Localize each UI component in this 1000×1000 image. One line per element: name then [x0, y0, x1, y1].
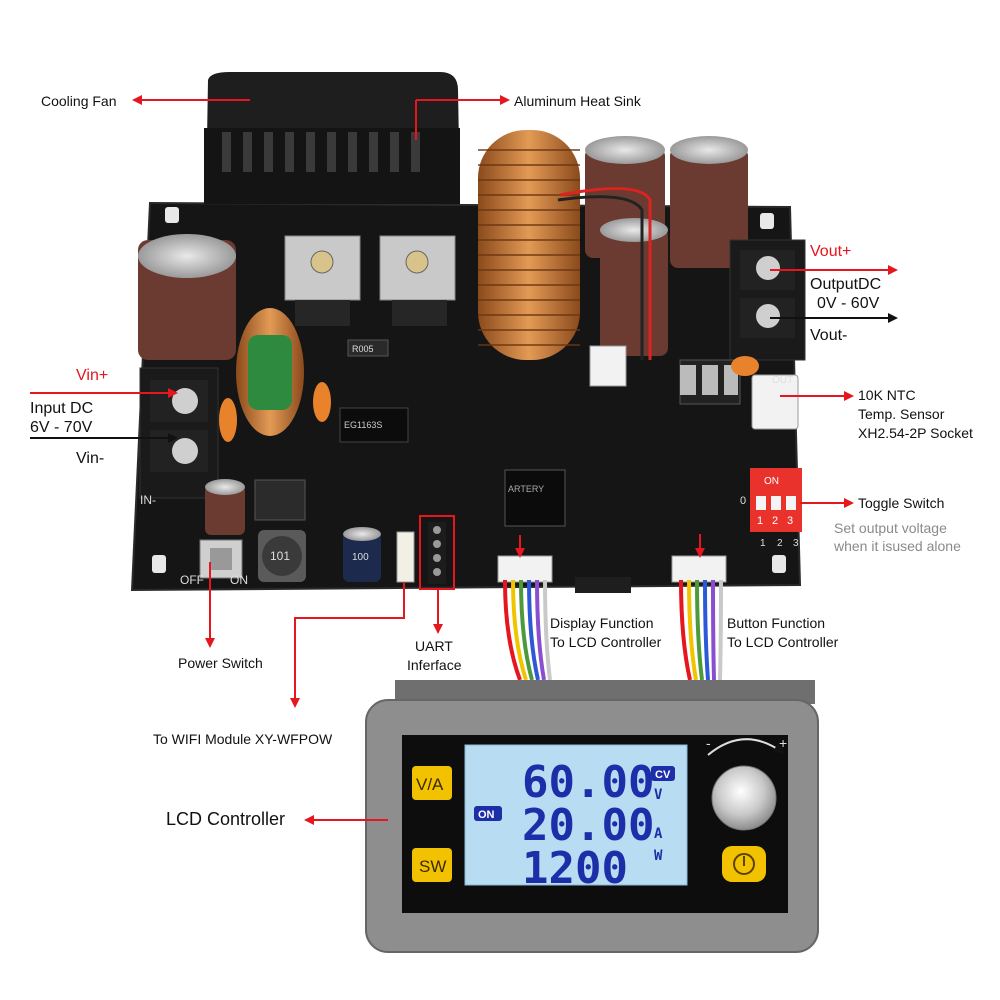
- dip-num-2: 2: [772, 515, 778, 527]
- small-capacitor: [343, 527, 381, 582]
- encoder-knob-shape: [711, 765, 777, 831]
- dip-num-1: 1: [757, 515, 763, 527]
- resistor-code: R005: [352, 344, 374, 354]
- ntc-socket: [751, 374, 799, 430]
- va-button-shape: [412, 766, 452, 800]
- input-terminal-block: [139, 367, 219, 499]
- small-inductor: [258, 530, 306, 582]
- lcd-power-value: 1200: [522, 843, 628, 894]
- unit-w: W: [654, 848, 663, 864]
- fan-connector: [589, 345, 627, 387]
- small-capacitor: [205, 479, 245, 535]
- on-badge: ON: [478, 809, 495, 821]
- unit-v: V: [654, 787, 663, 803]
- label-power-switch: Power Switch: [178, 655, 263, 671]
- label-vout-minus: Vout-: [810, 327, 848, 344]
- dip-bottom-1: 1: [760, 538, 766, 549]
- label-lcd-controller: LCD Controller: [166, 809, 286, 829]
- knob-plus: +: [779, 735, 787, 751]
- label-ntc-2: Temp. Sensor: [858, 406, 945, 422]
- display-header: [497, 555, 553, 583]
- standoff: [152, 555, 166, 573]
- label-display-fn-2: To LCD Controller: [550, 634, 662, 650]
- uart-header-outline: [419, 515, 455, 590]
- label-vin-minus: Vin-: [76, 450, 105, 467]
- label-input-range: 6V - 70V: [30, 419, 93, 436]
- knob-minus: -: [706, 735, 711, 751]
- input-capacitor: [138, 234, 236, 360]
- dip-on: ON: [764, 476, 779, 487]
- sw-button-shape: [412, 848, 452, 882]
- dip-side-zero: 0: [740, 495, 746, 507]
- label-toggle-note-1: Set output voltage: [834, 520, 947, 536]
- on-badge-shape: [474, 806, 502, 821]
- button-header: [671, 555, 727, 583]
- chip-marking: EG1163S: [344, 420, 382, 430]
- label-input-dc: Input DC: [30, 400, 94, 417]
- dip-num-3: 3: [787, 515, 793, 527]
- heat-sink-fins: [222, 132, 420, 172]
- main-chip-marking: ARTERY: [508, 484, 544, 494]
- toroid-inductor: [478, 130, 580, 360]
- lcd-current-value: 20.00: [522, 800, 654, 851]
- label-wifi-module: To WIFI Module XY-WFPOW: [153, 731, 333, 747]
- cv-badge-shape: [651, 766, 675, 781]
- standoff: [772, 555, 786, 573]
- out-label: OUT: [772, 375, 793, 386]
- main-chip: [504, 469, 566, 527]
- ribbon-cable-display: [503, 579, 552, 681]
- label-vin-plus: Vin+: [76, 367, 109, 384]
- on-label: ON: [230, 573, 248, 587]
- output-capacitor: [670, 136, 748, 268]
- label-ntc-1: 10K NTC: [858, 387, 916, 403]
- ribbon-cable-button: [679, 579, 723, 681]
- label-output-range: 0V - 60V: [817, 295, 880, 312]
- dip-bottom-2: 2: [777, 538, 783, 549]
- label-button-fn-2: To LCD Controller: [727, 634, 839, 650]
- in-minus-label: IN-: [140, 493, 156, 507]
- label-vout-plus: Vout+: [810, 243, 852, 260]
- lcd-voltage-value: 60.00: [522, 757, 654, 808]
- label-uart-1: UART: [415, 638, 453, 654]
- cap-code: 100: [352, 552, 369, 563]
- label-uart-2: Inferface: [407, 657, 462, 673]
- inductor-code: 101: [270, 549, 290, 563]
- label-toggle-note-2: when it isused alone: [834, 538, 961, 554]
- wifi-connector: [396, 531, 415, 583]
- label-ntc-3: XH2.54-2P Socket: [858, 425, 973, 441]
- label-button-fn-1: Button Function: [727, 615, 826, 631]
- output-capacitor: [600, 218, 668, 356]
- output-terminal-block: [729, 239, 806, 361]
- label-output-dc: OutputDC: [810, 276, 882, 293]
- standoff: [760, 213, 774, 229]
- label-display-fn-1: Display Function: [550, 615, 654, 631]
- va-button-label: V/A: [416, 775, 444, 794]
- sw-button-label: SW: [419, 857, 446, 876]
- annotation-arrows: [30, 95, 898, 825]
- input-inductor: [236, 308, 304, 436]
- standoff: [165, 207, 179, 223]
- dip-bottom-3: 3: [793, 538, 799, 549]
- label-cooling-fan: Cooling Fan: [41, 93, 117, 109]
- label-toggle-switch: Toggle Switch: [858, 495, 945, 511]
- label-heat-sink: Aluminum Heat Sink: [514, 93, 641, 109]
- cv-badge: CV: [655, 769, 671, 781]
- off-label: OFF: [180, 573, 204, 587]
- unit-a: A: [654, 826, 663, 842]
